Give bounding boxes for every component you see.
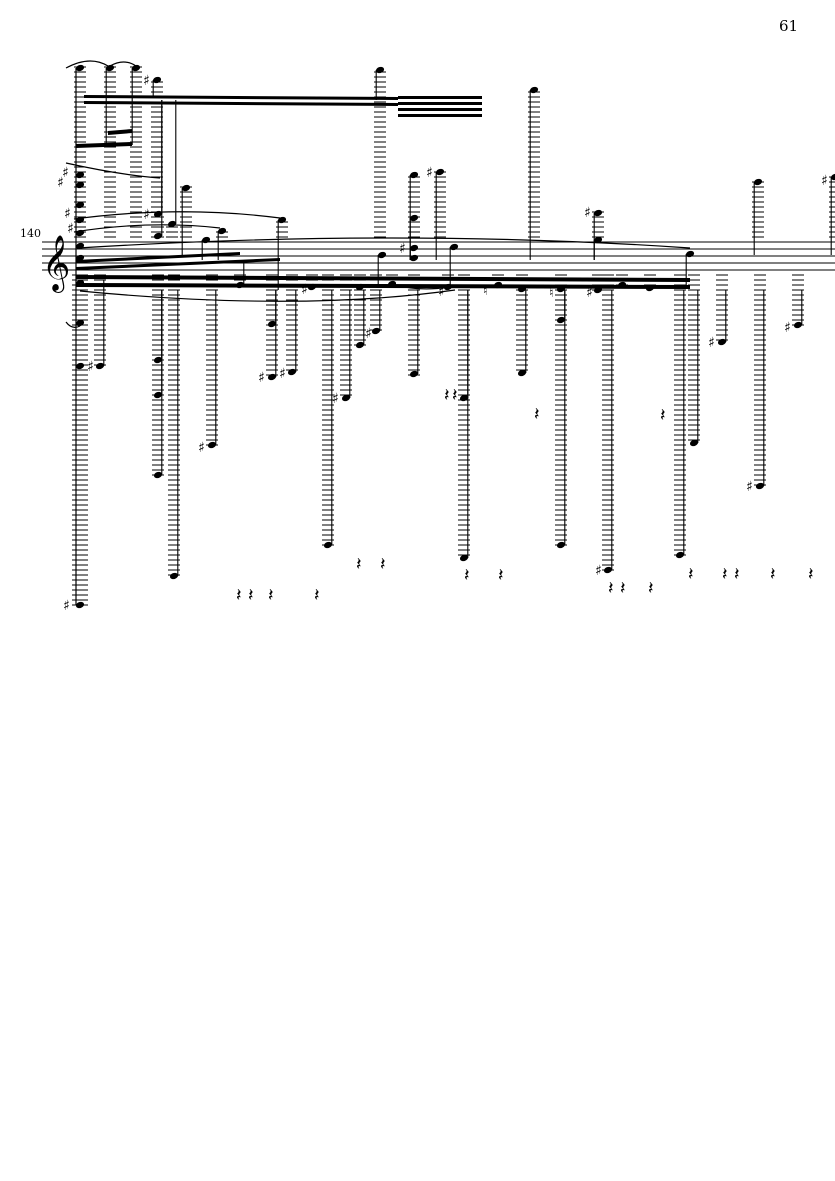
chord-note [75, 242, 85, 250]
note-head [201, 236, 211, 244]
quarter-rest-icon: 𝄽 [452, 385, 458, 406]
quarter-rest-icon: 𝄽 [734, 564, 740, 585]
note-head [167, 220, 177, 228]
note-head [105, 64, 115, 72]
sharp-icon: ♯ [87, 359, 94, 375]
note-head [409, 244, 419, 252]
natural-icon: ♮ [483, 284, 488, 299]
beam-group [76, 95, 690, 289]
note-head [755, 482, 765, 490]
sharp-icon: ♯ [365, 326, 372, 342]
note-head [449, 243, 459, 251]
quarter-rest-icon: 𝄽 [498, 565, 504, 586]
ledger-lines [72, 66, 835, 606]
sharp-icon: ♯ [584, 205, 591, 221]
ties [65, 60, 691, 328]
sharp-icon: ♯ [784, 320, 791, 336]
quarter-rest-icon: 𝄽 [608, 578, 614, 599]
sharp-icon: ♯ [64, 206, 71, 222]
sharp-icon: ♯ [63, 598, 70, 614]
sharp-icon: ♯ [332, 391, 339, 407]
quarter-rest-icon: 𝄽 [534, 404, 540, 425]
note-head [371, 327, 381, 335]
quarter-rest-icon: 𝄽 [648, 578, 654, 599]
sharp-icon: ♯ [595, 563, 602, 579]
sharp-icon: ♯ [708, 335, 715, 351]
quarter-rest-icon: 𝄽 [248, 585, 254, 606]
chord-note [75, 362, 85, 370]
quarter-rest-icon: 𝄽 [770, 564, 776, 585]
quarter-rest-icon: 𝄽 [620, 578, 626, 599]
sharp-icon: ♯ [301, 282, 308, 298]
chord-note [75, 254, 85, 262]
note-head [409, 254, 419, 262]
note-head [517, 369, 527, 377]
sharp-icon: ♯ [67, 221, 74, 237]
sharp-icon: ♯ [821, 173, 828, 189]
note-head [409, 370, 419, 378]
note-head [387, 280, 397, 288]
sharp-icon: ♯ [746, 479, 753, 495]
quarter-rest-icon: 𝄽 [660, 405, 666, 426]
natural-icon: ♮ [549, 286, 554, 301]
note-head [341, 394, 351, 402]
sharp-icon: ♯ [143, 73, 150, 89]
note-head [685, 250, 695, 258]
sharp-icon: ♯ [198, 440, 205, 456]
sharp-icon: ♯ [279, 366, 286, 382]
note-head [181, 184, 191, 192]
note-head [689, 439, 699, 447]
quarter-rest-icon: 𝄽 [444, 385, 450, 406]
sharp-icon: ♯ [426, 165, 433, 181]
sharp-icon: ♯ [438, 284, 445, 300]
sharp-icon: ♯ [62, 165, 69, 181]
note-head [169, 572, 179, 580]
page-number: 61 [779, 17, 799, 35]
note-head [409, 214, 419, 222]
note-head [593, 236, 603, 244]
note-head [593, 209, 603, 217]
measure-number: 140 [20, 227, 41, 240]
sharp-icon: ♯ [586, 285, 593, 301]
chord-note [75, 64, 85, 72]
chord-note [75, 229, 85, 237]
quarter-rest-icon: 𝄽 [688, 564, 694, 585]
sharp-icon: ♯ [57, 175, 64, 191]
quarter-rest-icon: 𝄽 [722, 564, 728, 585]
sharp-icon: ♯ [258, 370, 265, 386]
sharp-icon: ♯ [399, 241, 406, 257]
note-head [153, 232, 163, 240]
sharp-icon: ♯ [143, 207, 150, 223]
quarter-rest-icon: 𝄽 [464, 565, 470, 586]
note-head [217, 227, 227, 235]
rests-layer: 𝄽𝄽𝄽𝄽𝄽𝄽𝄽𝄽𝄽𝄽𝄽𝄽𝄽𝄽𝄽𝄽𝄽𝄽𝄽𝄽 [236, 385, 814, 606]
quarter-rest-icon: 𝄽 [268, 585, 274, 606]
note-head [131, 64, 141, 72]
notes-layer [75, 64, 835, 609]
quarter-rest-icon: 𝄽 [808, 564, 814, 585]
treble-clef-icon: 𝄞 [42, 235, 70, 293]
quarter-rest-icon: 𝄽 [236, 585, 242, 606]
note-head [267, 320, 277, 328]
note-head [645, 284, 655, 292]
quarter-rest-icon: 𝄽 [380, 554, 386, 575]
quarter-rest-icon: 𝄽 [314, 585, 320, 606]
note-head [517, 285, 527, 293]
note-head [95, 362, 105, 370]
note-head [377, 251, 387, 259]
note-head [556, 285, 566, 293]
note-head [459, 554, 469, 562]
accidentals-layer: ♯♯♯♯♯♯♯♯♯♯♯♮♮♯♯♯♯♯♯♯♯♯♯♯♯♯ [57, 73, 828, 614]
quarter-rest-icon: 𝄽 [356, 554, 362, 575]
